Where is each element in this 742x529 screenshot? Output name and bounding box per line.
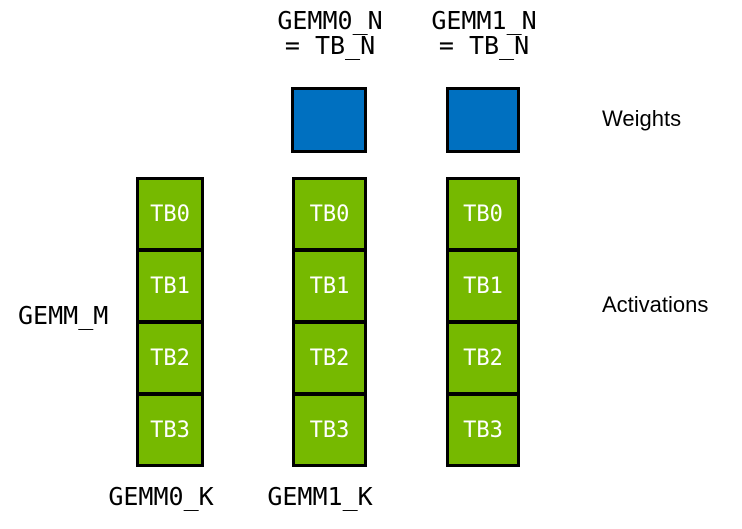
weights-label: Weights — [602, 106, 682, 131]
tb-block: TB0 — [136, 177, 204, 251]
tb-block: TB3 — [446, 393, 520, 467]
tb-block: TB2 — [446, 321, 520, 395]
activations-column-0: TB0 TB1 TB2 TB3 — [136, 177, 204, 467]
gemm1-n-label: GEMM1_N = TB_N — [404, 8, 564, 58]
tb-block: TB1 — [446, 249, 520, 323]
gemm-m-label: GEMM_M — [18, 301, 109, 330]
gemm0-n-label-line1: GEMM0_N — [277, 6, 383, 35]
weight-square-gemm1 — [446, 87, 520, 153]
gemm1-n-label-line1: GEMM1_N — [431, 6, 537, 35]
gemm1-n-label-line2: = TB_N — [438, 31, 530, 60]
tb-block: TB1 — [136, 249, 204, 323]
gemm0-k-label: GEMM0_K — [108, 482, 214, 511]
tb-block: TB3 — [292, 393, 367, 467]
tb-block: TB0 — [446, 177, 520, 251]
tb-block: TB1 — [292, 249, 367, 323]
tb-block: TB2 — [292, 321, 367, 395]
gemm1-k-label: GEMM1_K — [267, 482, 373, 511]
activations-label: Activations — [602, 292, 709, 317]
activations-column-1: TB0 TB1 TB2 TB3 — [292, 177, 367, 467]
tb-block: TB2 — [136, 321, 204, 395]
weight-square-gemm0 — [291, 87, 367, 153]
tb-block: TB0 — [292, 177, 367, 251]
activations-column-2: TB0 TB1 TB2 TB3 — [446, 177, 520, 467]
gemm0-n-label: GEMM0_N = TB_N — [250, 8, 410, 58]
tb-block: TB3 — [136, 393, 204, 467]
gemm0-n-label-line2: = TB_N — [284, 31, 376, 60]
